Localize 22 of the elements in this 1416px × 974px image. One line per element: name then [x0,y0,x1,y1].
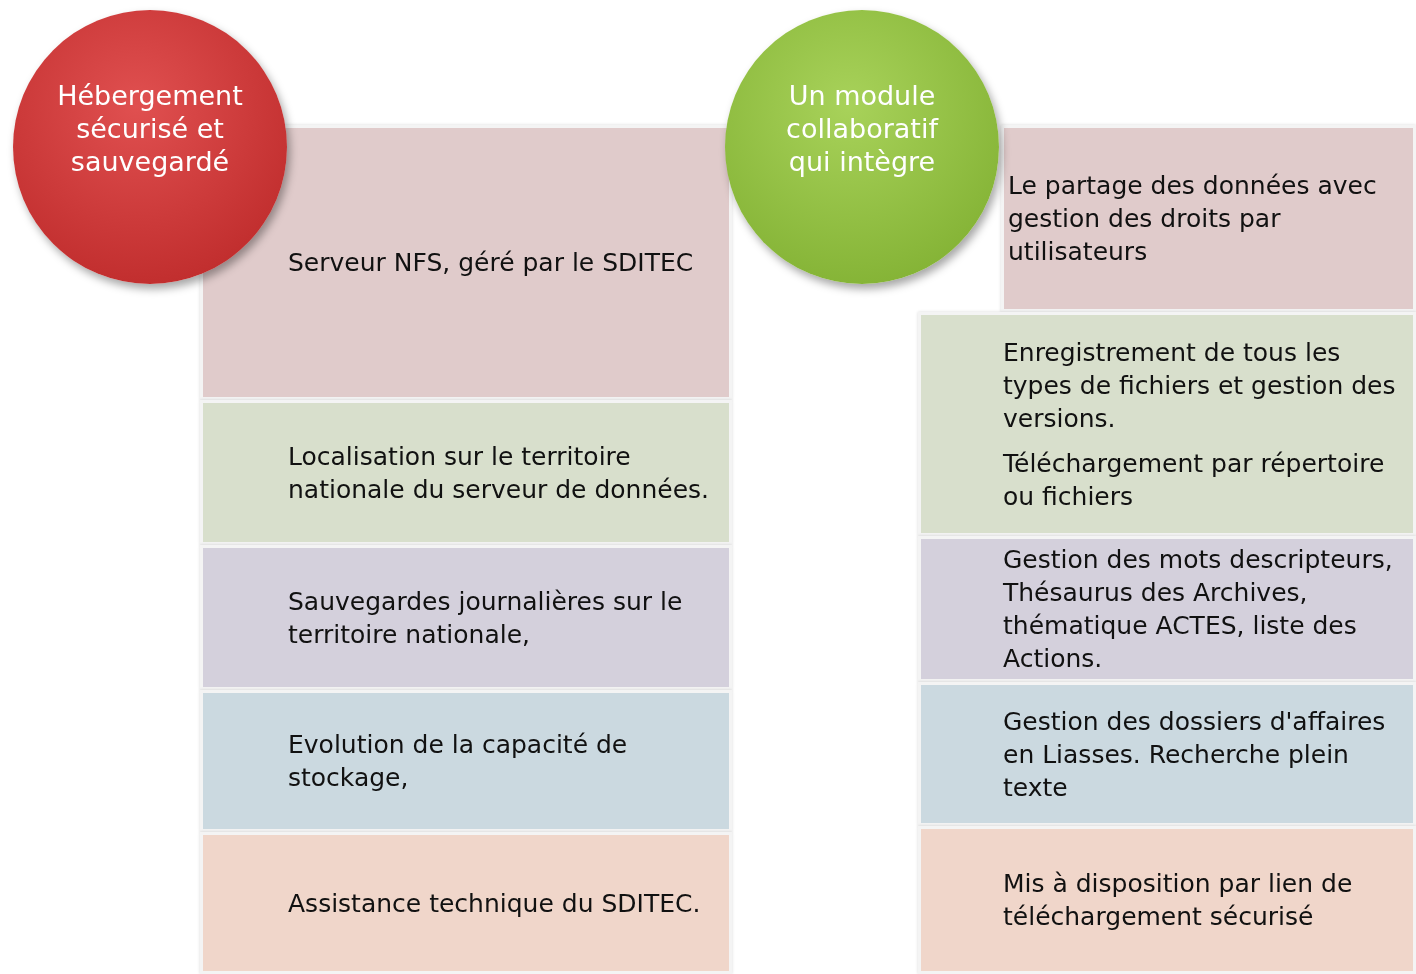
feature-text: Sauvegardes journalières sur le territoire nationale, [288,585,684,651]
feature-text: Mis à disposition par lien de téléchargement sécurisé [1003,868,1354,933]
feature-panel [918,826,1416,974]
feature-text: Assistance technique du SDITEC. [288,887,702,920]
feature-panel [918,682,1416,826]
feature-text: Enregistrement de tous les types de fichiers et gestion des versions. [1003,336,1397,435]
feature-panel [200,832,732,974]
feature-text: Le partage des données avec gestion des droits par utilisateurs [1008,170,1378,268]
feature-panel [1001,125,1416,312]
feature-panel [918,536,1416,682]
feature-panel [200,400,732,545]
feature-panel [200,690,732,832]
circle-heading: Un module collaboratif qui intègre [785,78,940,178]
feature-text: Localisation sur le territoire nationale du serveur de données. [288,440,711,506]
feature-panel [918,312,1416,536]
feature-text: Gestion des mots descripteurs, Thésaurus des Archives, thématique ACTES, liste des Actions. [1003,544,1394,675]
feature-text: Téléchargement par répertoire ou fichiers [1003,447,1386,513]
circle-heading: Hébergement sécurisé et sauvegardé [56,78,244,178]
feature-panel [200,545,732,690]
feature-text: Evolution de la capacité de stockage, [288,729,629,794]
feature-text: Serveur NFS, géré par le SDITEC [288,247,695,279]
feature-text: Gestion des dossiers d'affaires en Liasses. Recherche plein texte [1003,705,1387,804]
